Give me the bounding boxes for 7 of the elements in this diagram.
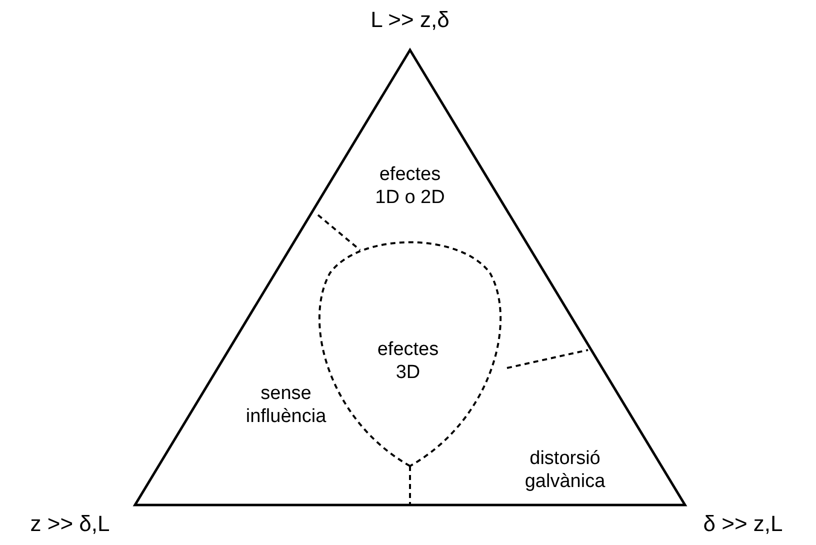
region-label: efectes 1D o 2D — [374, 163, 446, 209]
corner-label: L >> z,δ — [370, 8, 450, 31]
region-label: sense influència — [244, 382, 328, 428]
region-label: efectes 3D — [376, 338, 440, 384]
corner-label: δ >> z,L — [702, 512, 784, 535]
corner-label: z >> δ,L — [29, 512, 111, 535]
region-label: distorsió galvànica — [524, 447, 606, 493]
